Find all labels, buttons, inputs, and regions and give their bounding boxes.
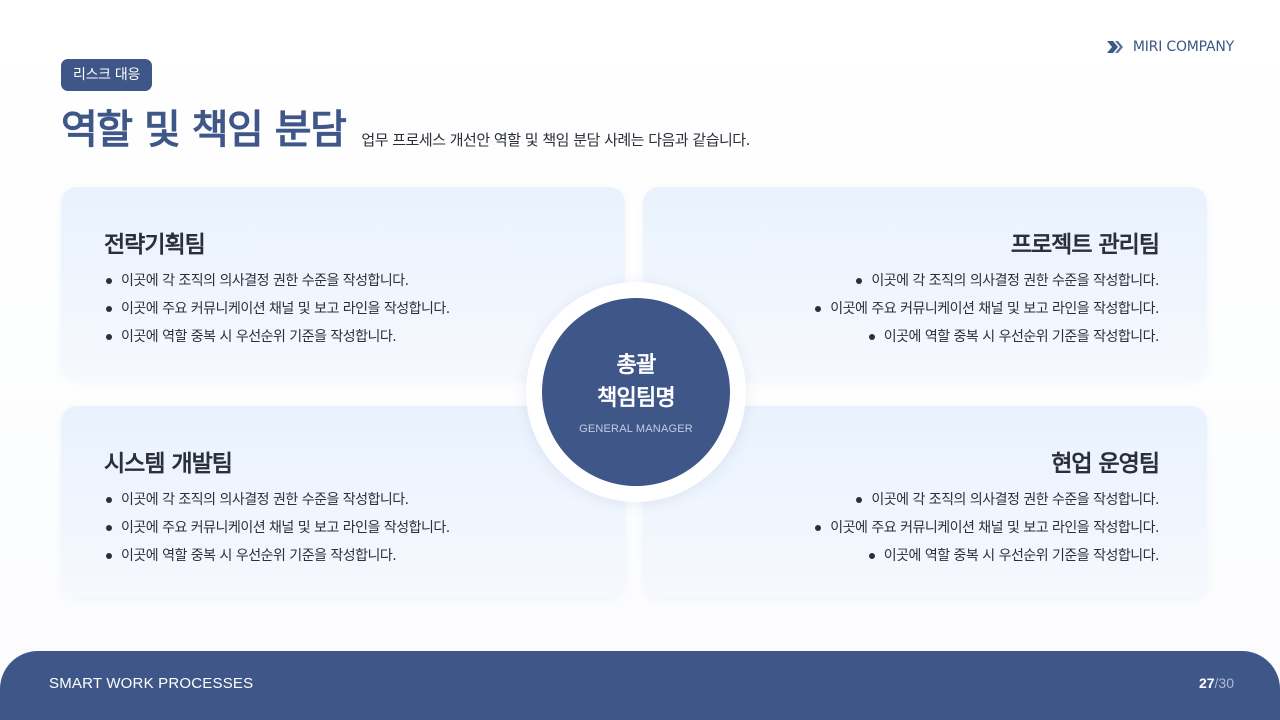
bullet-icon (106, 278, 112, 284)
list-item: 이곳에 주요 커뮤니케이션 채널 및 보고 라인을 작성합니다. (815, 514, 1159, 542)
center-ring: 총괄 책임팀명 GENERAL MANAGER (526, 282, 746, 502)
bullet-icon (815, 306, 822, 312)
team-title: 전략기획팀 (104, 232, 206, 258)
bullet-icon (106, 306, 112, 312)
footer-bar: SMART WORK PROCESSES 27/30 (0, 651, 1280, 720)
page-title: 역할 및 책임 분담 (61, 107, 347, 153)
page-total: 30 (1218, 675, 1234, 691)
team-card-strategy: 전략기획팀 이곳에 각 조직의 의사결정 권한 수준을 작성합니다. 이곳에 주… (61, 187, 625, 379)
list-item: 이곳에 주요 커뮤니케이션 채널 및 보고 라인을 작성합니다. (106, 295, 450, 323)
list-item: 이곳에 역할 중복 시 우선순위 기준을 작성합니다. (815, 542, 1160, 570)
center-title-line2: 책임팀명 (597, 386, 676, 411)
bullet-icon (106, 525, 112, 531)
list-item: 이곳에 각 조직의 의사결정 권한 수준을 작성합니다. (815, 486, 1159, 514)
list-item: 이곳에 각 조직의 의사결정 권한 수준을 작성합니다. (106, 486, 450, 514)
list-item: 이곳에 역할 중복 시 우선순위 기준을 작성합니다. (815, 323, 1160, 351)
bullet-icon (868, 334, 875, 340)
general-manager-circle: 총괄 책임팀명 GENERAL MANAGER (542, 298, 730, 486)
team-item-list: 이곳에 각 조직의 의사결정 권한 수준을 작성합니다. 이곳에 주요 커뮤니케… (815, 486, 1160, 570)
team-title: 현업 운영팀 (1051, 451, 1160, 477)
team-title: 프로젝트 관리팀 (1010, 232, 1160, 258)
team-item-list: 이곳에 각 조직의 의사결정 권한 수준을 작성합니다. 이곳에 주요 커뮤니케… (106, 486, 450, 570)
bullet-icon (856, 278, 863, 284)
page-number: 27/30 (1199, 675, 1234, 691)
team-card-operations: 현업 운영팀 이곳에 각 조직의 의사결정 권한 수준을 작성합니다. 이곳에 … (643, 406, 1207, 598)
footer-label: SMART WORK PROCESSES (49, 675, 254, 692)
list-item: 이곳에 역할 중복 시 우선순위 기준을 작성합니다. (106, 323, 450, 351)
center-title-line1: 총괄 (616, 353, 657, 378)
miri-logo-icon (1106, 41, 1123, 53)
team-item-list: 이곳에 각 조직의 의사결정 권한 수준을 작성합니다. 이곳에 주요 커뮤니케… (815, 267, 1160, 351)
list-item: 이곳에 각 조직의 의사결정 권한 수준을 작성합니다. (106, 267, 450, 295)
team-card-project-management: 프로젝트 관리팀 이곳에 각 조직의 의사결정 권한 수준을 작성합니다. 이곳… (643, 187, 1207, 379)
team-title: 시스템 개발팀 (104, 451, 233, 477)
bullet-icon (856, 497, 863, 503)
page-subtitle: 업무 프로세스 개선안 역할 및 책임 분담 사례는 다음과 같습니다. (361, 131, 750, 149)
list-item: 이곳에 주요 커뮤니케이션 채널 및 보고 라인을 작성합니다. (106, 514, 450, 542)
category-badge: 리스크 대응 (61, 59, 153, 91)
team-item-list: 이곳에 각 조직의 의사결정 권한 수준을 작성합니다. 이곳에 주요 커뮤니케… (106, 267, 450, 351)
list-item: 이곳에 주요 커뮤니케이션 채널 및 보고 라인을 작성합니다. (815, 295, 1159, 323)
bullet-icon (106, 334, 112, 340)
brand-name: MIRI COMPANY (1132, 39, 1234, 55)
center-subtitle: GENERAL MANAGER (579, 423, 693, 435)
bullet-icon (815, 525, 822, 531)
team-card-system-development: 시스템 개발팀 이곳에 각 조직의 의사결정 권한 수준을 작성합니다. 이곳에… (61, 406, 625, 598)
list-item: 이곳에 역할 중복 시 우선순위 기준을 작성합니다. (106, 542, 450, 570)
bullet-icon (106, 497, 112, 503)
brand: MIRI COMPANY (1105, 37, 1234, 57)
page-current: 27 (1198, 675, 1215, 691)
bullet-icon (106, 553, 112, 559)
title-row: 역할 및 책임 분담 업무 프로세스 개선안 역할 및 책임 분담 사례는 다음… (61, 104, 750, 156)
page-separator: / (1214, 675, 1219, 691)
list-item: 이곳에 각 조직의 의사결정 권한 수준을 작성합니다. (815, 267, 1159, 295)
bullet-icon (868, 553, 875, 559)
